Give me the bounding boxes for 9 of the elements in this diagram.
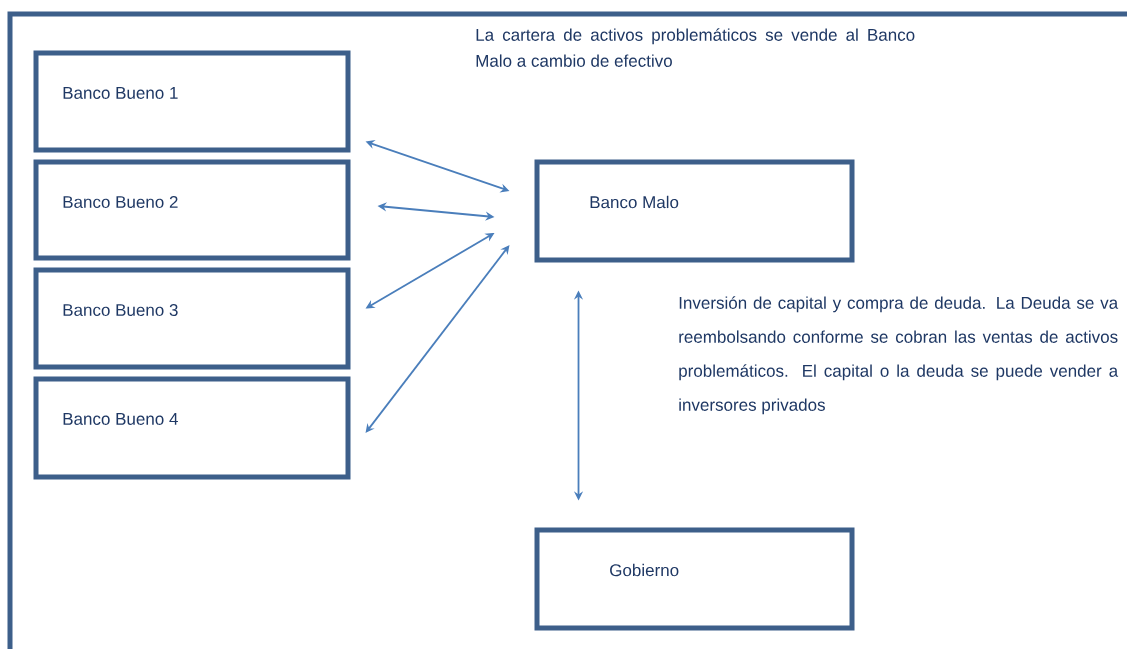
bank-box: Banco Bueno 2: [33, 159, 351, 261]
bank-box: Banco Bueno 4: [33, 376, 351, 480]
double-arrow: [365, 245, 510, 433]
note-text: Inversión de capital y compra de deuda. La Deuda se va reembolsando conforme se cobran las ventas de activos problemáticos. El capital o la deuda se puede vender a inversores privados: [679, 296, 1119, 415]
bank-box: Banco Bueno 1: [33, 50, 351, 153]
bank-box: Banco Bueno 3: [33, 267, 351, 370]
bank-box: Gobierno: [534, 527, 855, 631]
note-text: La cartera de activos problemáticos se vende al Banco Malo a cambio de efectivo: [476, 28, 915, 67]
bank-box: Banco Malo: [534, 159, 855, 263]
